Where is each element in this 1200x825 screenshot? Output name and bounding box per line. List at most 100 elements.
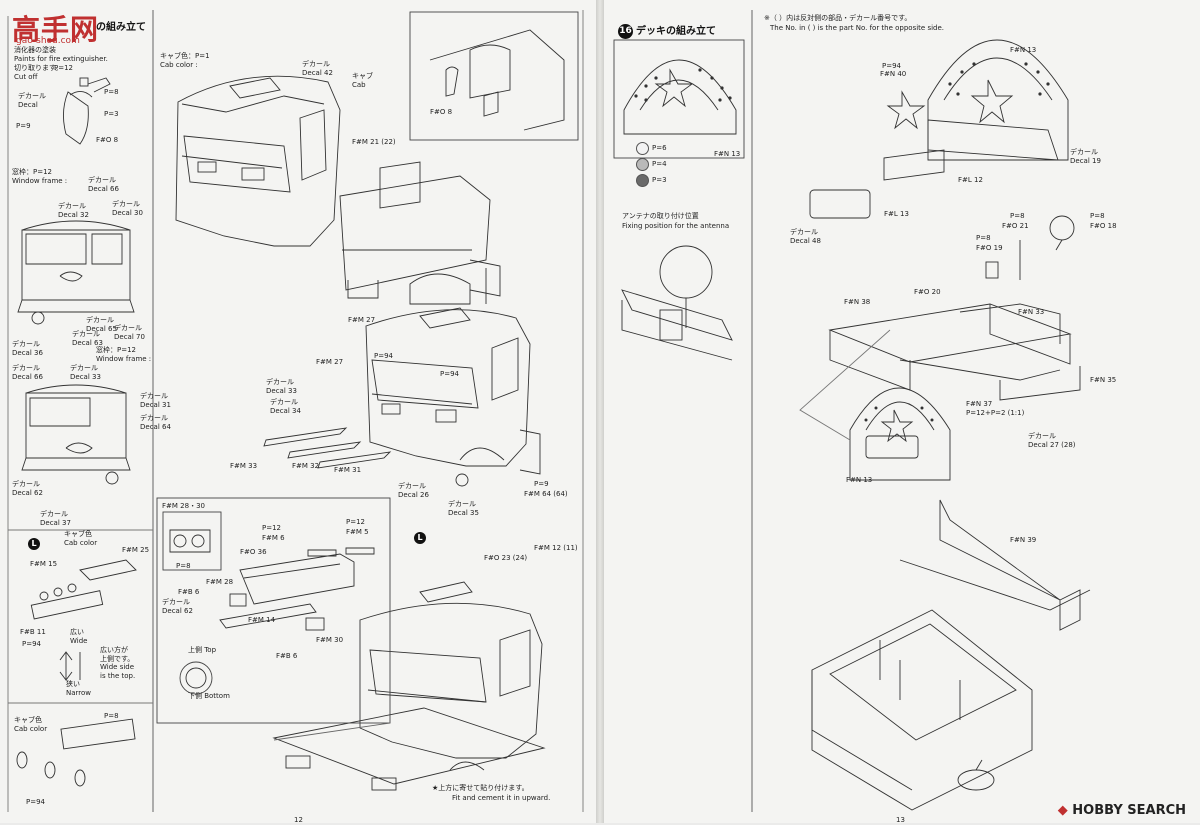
part-label-fn39: F#N 39 xyxy=(1010,536,1037,544)
part-label-fm31: F#M 31 xyxy=(334,466,362,474)
part-label-fm12: F#M 12 (11) xyxy=(534,544,578,552)
cab-drawing-middle xyxy=(365,307,541,487)
part-label-fm32: F#M 32 xyxy=(292,462,320,470)
deck-bed-assembly xyxy=(828,303,1081,401)
hobby-search-mark: ◆ xyxy=(1057,803,1068,818)
step-number-badge: 16 xyxy=(618,23,633,39)
part-label-fn35: F#N 35 xyxy=(1090,376,1117,384)
note-jp: ※（ ）内は反対側の部品・デカール番号です。 xyxy=(764,14,912,22)
left-page xyxy=(0,0,596,823)
part-label-fo21: F#O 21 xyxy=(1002,222,1029,230)
part-label-p94c: P=94 xyxy=(22,640,41,648)
part-label-p8e: P=8 xyxy=(1090,212,1105,220)
part-label-fe-cut-en: Cut off xyxy=(14,73,38,81)
cab-back-assembly xyxy=(339,161,501,305)
hobby-search-logo: ◆ HOBBY SEARCH xyxy=(1058,803,1186,818)
deck-panel-assembly-top xyxy=(809,39,1069,219)
part-label-p8f: P=8 xyxy=(976,234,991,242)
part-label-fe-fo8: F#O 8 xyxy=(96,136,119,144)
cab-side-view-2 xyxy=(21,384,131,485)
left-step-title: の組み立て xyxy=(96,22,146,33)
part-label-fe-p3: P=3 xyxy=(104,110,119,118)
part-label-p94b: P=94 xyxy=(440,370,459,378)
part-label-fl13: F#L 13 xyxy=(884,210,909,218)
part-label-fb6b: F#B 6 xyxy=(276,652,298,660)
l-badge-2: L xyxy=(414,532,426,544)
note-en: The No. in ( ) is the part No. for the o… xyxy=(770,24,945,32)
watermark-url: gao-shou.com xyxy=(16,36,80,46)
part-label-fm25: F#M 25 xyxy=(122,546,150,554)
deck-panel-assembly-bottom xyxy=(849,387,951,481)
hobby-search-text: HOBBY SEARCH xyxy=(1072,803,1186,818)
part-label-fe-cut-jp: 切り取ります。 xyxy=(14,64,63,72)
swatch-p3-label: P=3 xyxy=(652,176,667,184)
part-label-fm14: F#M 14 xyxy=(248,616,276,624)
swatch-p4 xyxy=(636,158,649,171)
part-label-fb6: F#B 6 xyxy=(178,588,200,596)
part-label-fn38: F#N 38 xyxy=(844,298,871,306)
part-label-fb11: F#B 11 xyxy=(20,628,46,636)
swatch-p6 xyxy=(636,142,649,155)
part-label-fm27a: F#M 27 xyxy=(348,316,376,324)
swatch-p4-label: P=4 xyxy=(652,160,667,168)
part-label-fe-p9: P=9 xyxy=(16,122,31,130)
part-label-fo18: F#O 18 xyxy=(1090,222,1117,230)
part-label-fm2830: F#M 28・30 xyxy=(162,502,205,510)
part-label-fe-en: Paints for fire extinguisher. xyxy=(14,55,108,63)
fn13-label: F#N 13 xyxy=(714,150,741,158)
part-label-p9: P=9 xyxy=(534,480,549,488)
part-label-fn13b: F#N 13 xyxy=(1010,46,1037,54)
part-label-top: 上側 Top xyxy=(188,646,217,654)
part-label-p12b: P=12 xyxy=(346,518,365,526)
part-label-bottom: 下側 Bottom xyxy=(188,692,230,700)
page-number-right: 13 xyxy=(896,816,905,824)
part-label-p94d: P=94 xyxy=(26,798,45,806)
cab-drawing-bottom xyxy=(272,581,546,791)
page-number-left: 12 xyxy=(294,816,303,824)
lower-grille-parts xyxy=(16,559,137,787)
l-badge: L xyxy=(28,538,40,550)
watermark-logo: 高手网 xyxy=(12,13,100,46)
antenna-jp: アンテナの取り付け位置 xyxy=(622,212,699,220)
part-label-p8b: P=8 xyxy=(104,712,119,720)
part-label-fo20: F#O 20 xyxy=(914,288,941,296)
part-label-fm27b: F#M 27 xyxy=(316,358,344,366)
antenna-en: Fixing position for the antenna xyxy=(622,222,730,230)
part-label-fe-jp: 消化器の塗装 xyxy=(14,46,56,54)
part-label-fit-jp: ★上方に寄せて貼り付けます。 xyxy=(432,784,529,792)
right-page xyxy=(604,0,1200,823)
part-label-fo36: F#O 36 xyxy=(240,548,267,556)
part-label-p12a: P=12 xyxy=(262,524,281,532)
part-label-fo19: F#O 19 xyxy=(976,244,1003,252)
part-label-fm21: F#M 21 (22) xyxy=(352,138,396,146)
